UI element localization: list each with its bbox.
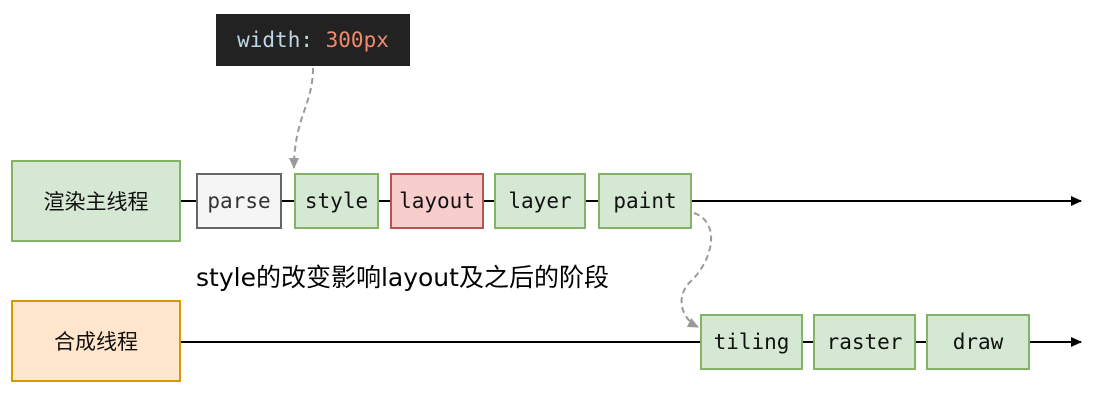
stage-parse: parse bbox=[196, 173, 282, 229]
stage-tiling: tiling bbox=[700, 314, 803, 370]
paint-to-tiling-pointer bbox=[680, 212, 713, 328]
stage-draw: draw bbox=[926, 314, 1030, 370]
stage-layer: layer bbox=[494, 173, 586, 229]
code-snippet: width: 300px bbox=[216, 14, 410, 66]
compositor-thread-label: 合成线程 bbox=[11, 300, 181, 382]
caption: style的改变影响layout及之后的阶段 bbox=[196, 263, 609, 292]
code-to-style-pointer bbox=[289, 67, 314, 169]
stage-raster: raster bbox=[813, 314, 916, 370]
stage-layout: layout bbox=[390, 173, 484, 229]
stage-paint: paint bbox=[598, 173, 692, 229]
main-thread-label: 渲染主线程 bbox=[11, 160, 181, 242]
css-property: width: bbox=[237, 28, 313, 52]
stage-style: style bbox=[294, 173, 379, 229]
css-value: 300px bbox=[325, 28, 389, 52]
